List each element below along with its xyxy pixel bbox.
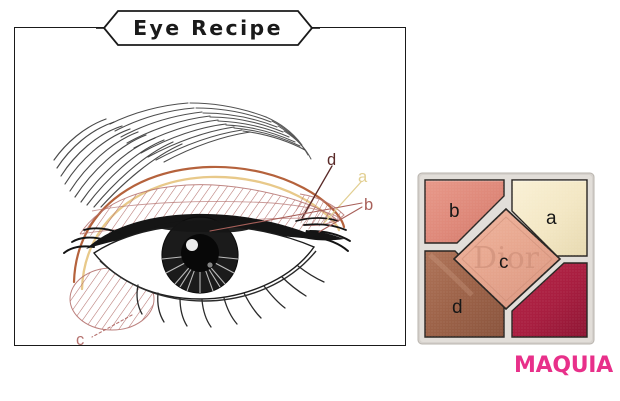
iris — [161, 216, 239, 294]
palette-graphic: Dior — [417, 172, 595, 345]
leader-line-a — [323, 181, 362, 224]
callout-label-c: c — [76, 331, 85, 349]
palette-letter-b: b — [449, 201, 460, 222]
palette-letter-c: c — [499, 252, 509, 273]
maquia-logo: MAQUIA — [514, 353, 613, 378]
leader-line-d — [301, 165, 333, 219]
palette-letter-d: d — [452, 297, 463, 318]
leader-line-b-2 — [318, 206, 363, 233]
eyeshadow-palette: Dior b a c d — [416, 171, 596, 346]
palette-swatch-a — [511, 179, 588, 257]
callout-label-d: d — [327, 151, 337, 169]
palette-letter-a: a — [546, 208, 557, 229]
eye-diagram-panel: d a b c — [14, 27, 406, 349]
upper-lashes — [63, 217, 351, 254]
title-banner: Eye Recipe — [96, 9, 320, 47]
leader-line-b-1 — [209, 202, 363, 232]
eye-illustration — [53, 102, 363, 338]
palette-swatch-d — [424, 250, 505, 338]
palette-swatch-berry — [511, 262, 588, 338]
callout-label-a: a — [358, 168, 368, 186]
callout-leader-lines — [91, 165, 363, 338]
palette-swatch-c: Dior — [452, 207, 562, 311]
leader-line-c — [91, 314, 133, 338]
eyebrow — [53, 102, 312, 208]
page-title: Eye Recipe — [133, 16, 283, 40]
dior-emboss-text: Dior — [473, 241, 540, 276]
palette-swatch-b — [424, 179, 505, 244]
callout-label-b: b — [364, 196, 374, 214]
title-banner-shape — [96, 10, 320, 46]
